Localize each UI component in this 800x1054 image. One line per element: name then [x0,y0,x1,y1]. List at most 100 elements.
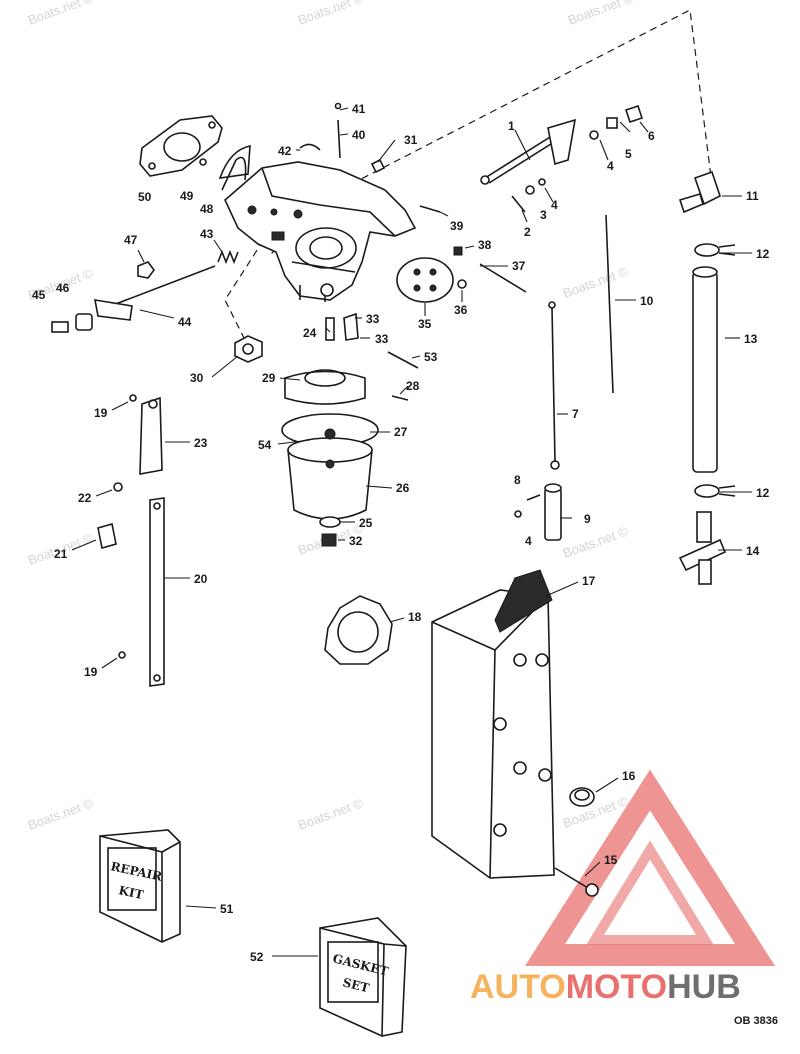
part-17-cover [431,569,555,879]
callout-54: 54 [258,438,272,452]
callout-2: 2 [524,225,531,239]
logo-text-hub: HUB [667,968,741,1006]
callout-24: 24 [303,326,317,340]
callout-53: 53 [424,350,438,364]
watermark-text: Boats.net © [26,795,96,833]
part-44-shaft [94,265,216,321]
part-51-repair-kit-box: REPAIR KIT [99,829,181,943]
callout-numbers: 1 2 3 4 4 4 5 6 7 8 9 10 11 12 12 13 14 … [32,102,770,964]
callout-14: 14 [746,544,760,558]
callout-18: 18 [408,610,422,624]
callout-41: 41 [352,102,366,116]
float-bowl-assembly [281,312,419,547]
callout-12: 12 [756,247,770,261]
bolt-dashed-path [224,229,271,341]
watermark-text: Boats.net © [296,0,366,28]
parts-36-39 [419,205,527,293]
part-12-clamps [694,243,736,498]
callout-33: 33 [366,312,380,326]
watermark-text: Boats.net © [566,0,636,28]
callout-4: 4 [551,198,558,212]
part-35-plate [396,257,454,303]
callout-8: 8 [514,473,521,487]
part-7-link-rod [548,301,560,470]
part-23-bracket [139,396,163,475]
callout-40: 40 [352,128,366,142]
callout-46: 46 [56,281,70,295]
callout-19: 19 [84,665,98,679]
callout-21: 21 [54,547,68,561]
part-11-elbow-fitting [678,170,721,214]
callout-6: 6 [648,129,655,143]
parts-19-21-22 [97,394,137,659]
part-15-bolt [554,867,599,897]
drawing-code: OB 3836 [734,1015,778,1027]
callout-31: 31 [404,133,418,147]
callout-48: 48 [200,202,214,216]
parts-45-46 [51,313,93,333]
automotohub-logo-graphic [524,769,776,966]
callout-32: 32 [349,534,363,548]
logo-text-auto: AUTO [470,968,566,1006]
part-13-hose [692,266,718,473]
parts-8-9 [514,483,562,541]
callout-33: 33 [375,332,389,346]
part-30-nut [234,335,263,363]
callout-29: 29 [262,371,276,385]
small-parts-2-6 [511,104,644,213]
part-43-spring [217,249,239,265]
callout-42: 42 [278,144,292,158]
part-14-tee-fitting [678,511,727,585]
watermark-text: Boats.net © [561,263,631,301]
callout-9: 9 [584,512,591,526]
callout-20: 20 [194,572,208,586]
watermark-text: Boats.net © [26,0,96,28]
watermark-text: Boats.net © [296,795,366,833]
carburetor-body [221,156,417,302]
callout-12: 12 [756,486,770,500]
callout-38: 38 [478,238,492,252]
callout-45: 45 [32,288,46,302]
callout-50: 50 [138,190,152,204]
part-10-rod [605,214,614,394]
callout-16: 16 [622,769,636,783]
callout-3: 3 [540,208,547,222]
fuel-line-dashed-path [329,9,713,196]
callout-1: 1 [508,119,515,133]
part-52-gasket-set-box: GASKET SET [319,917,407,1037]
logo-triangle-shape [524,769,776,966]
callout-52: 52 [250,950,264,964]
callout-49: 49 [180,189,194,203]
part-50-gasket [139,115,223,177]
callout-37: 37 [512,259,526,273]
callout-30: 30 [190,371,204,385]
leader-lines [71,107,752,957]
callout-11: 11 [746,189,759,203]
callout-13: 13 [744,332,758,346]
callout-17: 17 [582,574,596,588]
callout-7: 7 [572,407,579,421]
callout-23: 23 [194,436,208,450]
automotohub-logo: AUTOMOTOHUB [470,968,741,1006]
callout-10: 10 [640,294,654,308]
watermark-text: Boats.net © [561,523,631,561]
callout-26: 26 [396,481,410,495]
callout-27: 27 [394,425,408,439]
logo-text-moto: MOTO [566,968,667,1006]
gasket-set-label-line2: SET [341,975,370,995]
logo-wordmark: AUTOMOTOHUB [470,968,741,1006]
callout-4: 4 [525,534,532,548]
repair-kit-label-line2: KIT [117,883,144,902]
parts-31-40-41-42 [299,102,386,174]
callout-51: 51 [220,902,234,916]
part-47-nut [137,261,155,279]
callout-19: 19 [94,406,108,420]
part-20-link [149,497,165,687]
logo-inner-triangle-shape [586,840,714,945]
callout-43: 43 [200,227,214,241]
parts-48-49 [199,145,251,179]
callout-22: 22 [78,491,92,505]
callout-39: 39 [450,219,464,233]
